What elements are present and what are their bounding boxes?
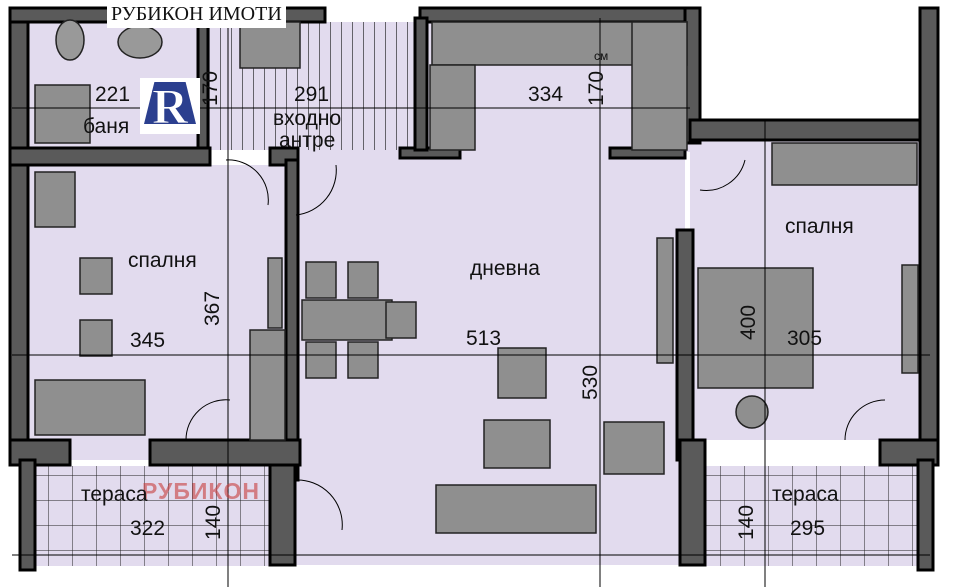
terrace-right-depth: 140	[735, 504, 758, 540]
bedroom-left-name: спалня	[128, 249, 197, 272]
walls	[8, 6, 940, 572]
bedroom-right-name: спалня	[785, 215, 854, 238]
terrace-left-depth: 140	[202, 504, 225, 540]
brand-title: РУБИКОН ИМОТИ	[107, 1, 286, 28]
bedroom-right-depth: 400	[737, 304, 760, 340]
entrance-name-2: антре	[279, 129, 336, 152]
entrance-name-1: входно	[273, 107, 342, 130]
bathroom-depth: 170	[199, 70, 222, 106]
living-depth: 530	[579, 364, 602, 400]
kitchen-appliance-label: см	[594, 49, 609, 63]
living-width: 513	[466, 327, 502, 350]
terrace-right-width: 295	[790, 517, 826, 540]
terrace-left-name: тераса	[81, 483, 148, 506]
furniture	[34, 19, 919, 534]
living-name: дневна	[470, 257, 540, 280]
bathroom-width: 221	[95, 83, 131, 106]
bedroom-left-depth: 367	[201, 290, 224, 326]
bedroom-left-width: 345	[130, 329, 166, 352]
dimension-lines	[12, 18, 930, 587]
kitchen-depth: 170	[585, 70, 608, 106]
brand-logo: R	[140, 78, 200, 135]
bathroom-name: баня	[83, 115, 130, 138]
bedroom-right-width: 305	[787, 327, 823, 350]
terrace-right-name: тераса	[772, 483, 839, 506]
terrace-left-width: 322	[130, 517, 166, 540]
kitchen-width: 334	[528, 83, 564, 106]
watermark: РУБИКОН	[142, 478, 260, 504]
entrance-width: 291	[294, 83, 330, 106]
